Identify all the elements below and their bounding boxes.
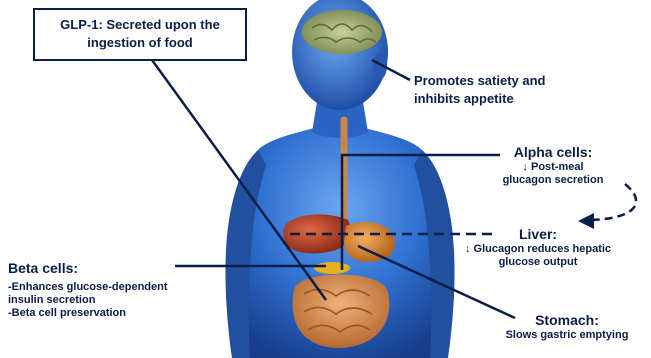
brain-line1: Promotes satiety and <box>414 72 546 90</box>
stomach-title: Stomach: <box>492 312 642 329</box>
liver-line2: glucose output <box>448 256 628 269</box>
brain-label: Promotes satiety and inhibits appetite <box>414 72 546 108</box>
beta-line2: insulin secretion <box>8 294 168 307</box>
liver-title: Liver: <box>448 226 628 243</box>
glp1-box: GLP-1: Secreted upon the ingestion of fo… <box>33 8 247 61</box>
feedback-arrow <box>592 184 636 220</box>
alpha-line2: glucagon secretion <box>488 174 618 187</box>
liver-label: Liver: ↓ Glucagon reduces hepatic glucos… <box>448 226 628 269</box>
beta-line1: -Enhances glucose-dependent <box>8 281 168 294</box>
pancreas <box>314 262 350 274</box>
liver-line1: ↓ Glucagon reduces hepatic <box>448 243 628 256</box>
glp1-line2: ingestion of food <box>35 34 245 52</box>
beta-label: Beta cells: -Enhances glucose-dependent … <box>8 260 168 320</box>
glp1-line1: GLP-1: Secreted upon the <box>35 16 245 34</box>
stomach-line1: Slows gastric emptying <box>492 329 642 342</box>
brain <box>302 10 382 54</box>
beta-title: Beta cells: <box>8 260 168 277</box>
alpha-line1: ↓ Post-meal <box>488 161 618 174</box>
alpha-title: Alpha cells: <box>488 144 618 161</box>
alpha-label: Alpha cells: ↓ Post-meal glucagon secret… <box>488 144 618 187</box>
stomach-label: Stomach: Slows gastric emptying <box>492 312 642 342</box>
brain-line2: inhibits appetite <box>414 90 546 108</box>
beta-line3: -Beta cell preservation <box>8 307 168 320</box>
